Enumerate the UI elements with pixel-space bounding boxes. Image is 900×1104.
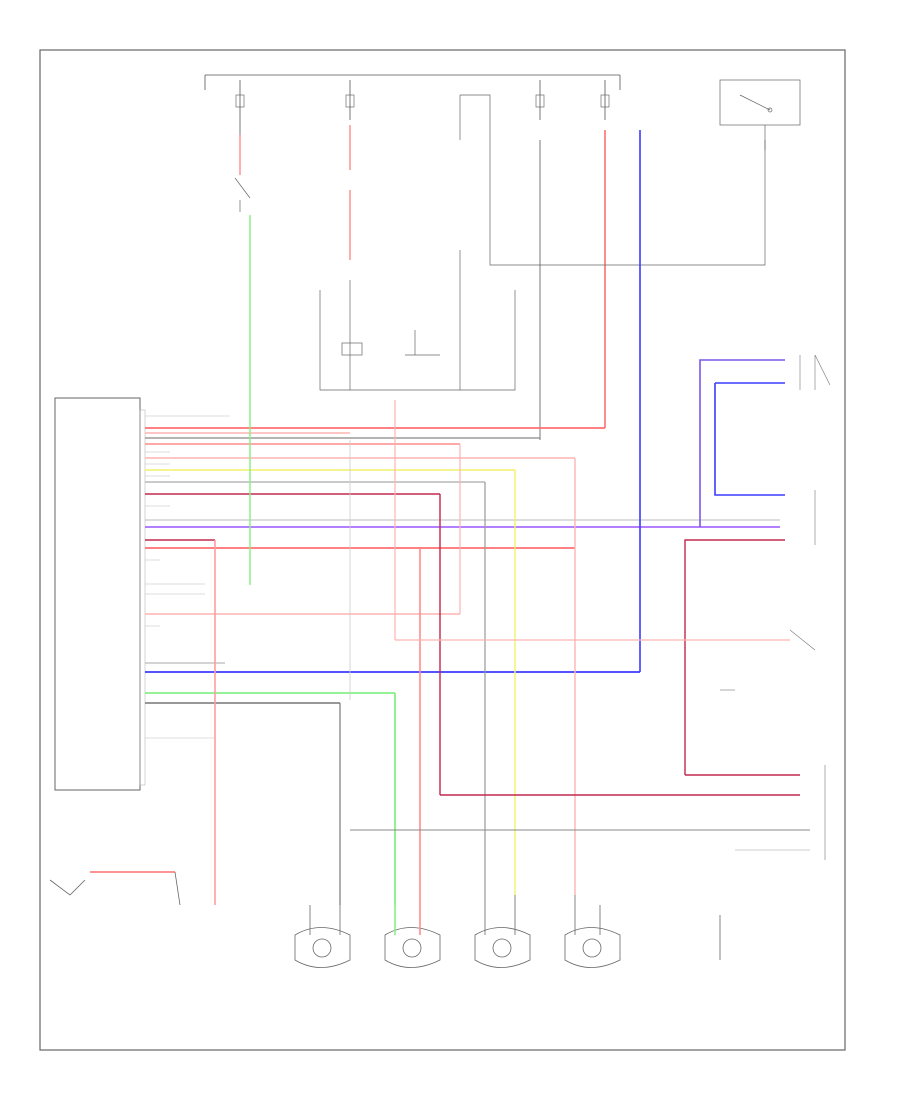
fuse-block-2 xyxy=(345,80,355,260)
fuse-block-1 xyxy=(235,80,245,175)
right-harness xyxy=(350,359,810,851)
wheel-sensor-rl xyxy=(474,895,531,968)
brake-switch xyxy=(234,177,251,212)
fuse-block-4 xyxy=(600,80,610,428)
wheel-sensor-rr xyxy=(564,895,621,968)
relay xyxy=(319,94,766,391)
ecu-pins xyxy=(145,415,230,739)
diagram-frame xyxy=(39,49,846,1051)
ecu-harness xyxy=(145,427,780,704)
fuse-block-3 xyxy=(535,80,545,440)
vertical-wires xyxy=(214,130,641,905)
ground-point xyxy=(49,871,721,960)
wire-dark-red-right xyxy=(684,539,785,775)
wheel-sensor-fr xyxy=(384,905,441,968)
connector-right-1 xyxy=(799,354,831,390)
ecu xyxy=(54,397,146,791)
ignition-switch xyxy=(719,79,801,150)
wheel-sensor-fl xyxy=(294,905,351,968)
top-power-bus xyxy=(204,74,621,90)
wire-blue-right-2 xyxy=(714,383,785,496)
connector-right-3 xyxy=(720,629,826,860)
wire-purple-right xyxy=(699,359,785,527)
